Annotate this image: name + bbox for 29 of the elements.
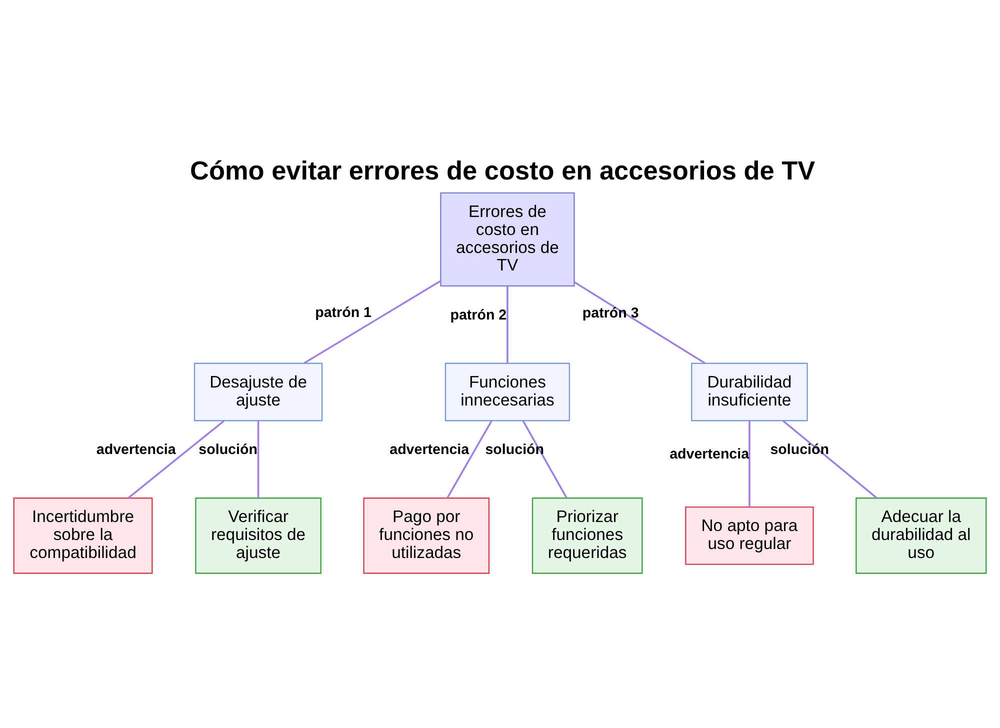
- node-box: Incertidumbre sobre la compatibilidad: [13, 498, 153, 574]
- edge-label: solución: [198, 442, 258, 458]
- connector: [782, 420, 878, 499]
- edge-label: patrón 2: [450, 307, 507, 324]
- connector: [446, 420, 492, 498]
- edge-label: solución: [485, 442, 544, 458]
- edge-label: patrón 1: [315, 304, 372, 321]
- node-box: Priorizar funciones requeridas: [532, 498, 643, 574]
- edge-label: solución: [770, 442, 829, 458]
- connector: [574, 281, 706, 364]
- edge-label: advertencia: [390, 442, 470, 458]
- connector: [522, 420, 568, 498]
- connector: [748, 420, 750, 507]
- node-box: Errores de costo en accesorios de TV: [440, 192, 575, 286]
- node-box: Pago por funciones no utilizadas: [363, 498, 490, 574]
- connector: [128, 420, 225, 499]
- connector: [257, 420, 260, 498]
- node-box: Adecuar la durabilidad al uso: [856, 498, 987, 574]
- connector: [506, 286, 508, 364]
- edge-label: patrón 3: [582, 305, 639, 322]
- node-box: Desajuste de ajuste: [194, 362, 323, 422]
- node-box: No apto para uso regular: [685, 506, 814, 565]
- edge-label: advertencia: [96, 442, 176, 458]
- node-box: Durabilidad insuficiente: [691, 362, 808, 422]
- edge-label: advertencia: [670, 446, 750, 463]
- node-box: Verificar requisitos de ajuste: [195, 498, 322, 574]
- connector: [304, 280, 442, 364]
- node-box: Funciones innecesarias: [444, 362, 570, 422]
- diagram-title: Cómo evitar errores de costo en accesorios de TV: [190, 155, 816, 186]
